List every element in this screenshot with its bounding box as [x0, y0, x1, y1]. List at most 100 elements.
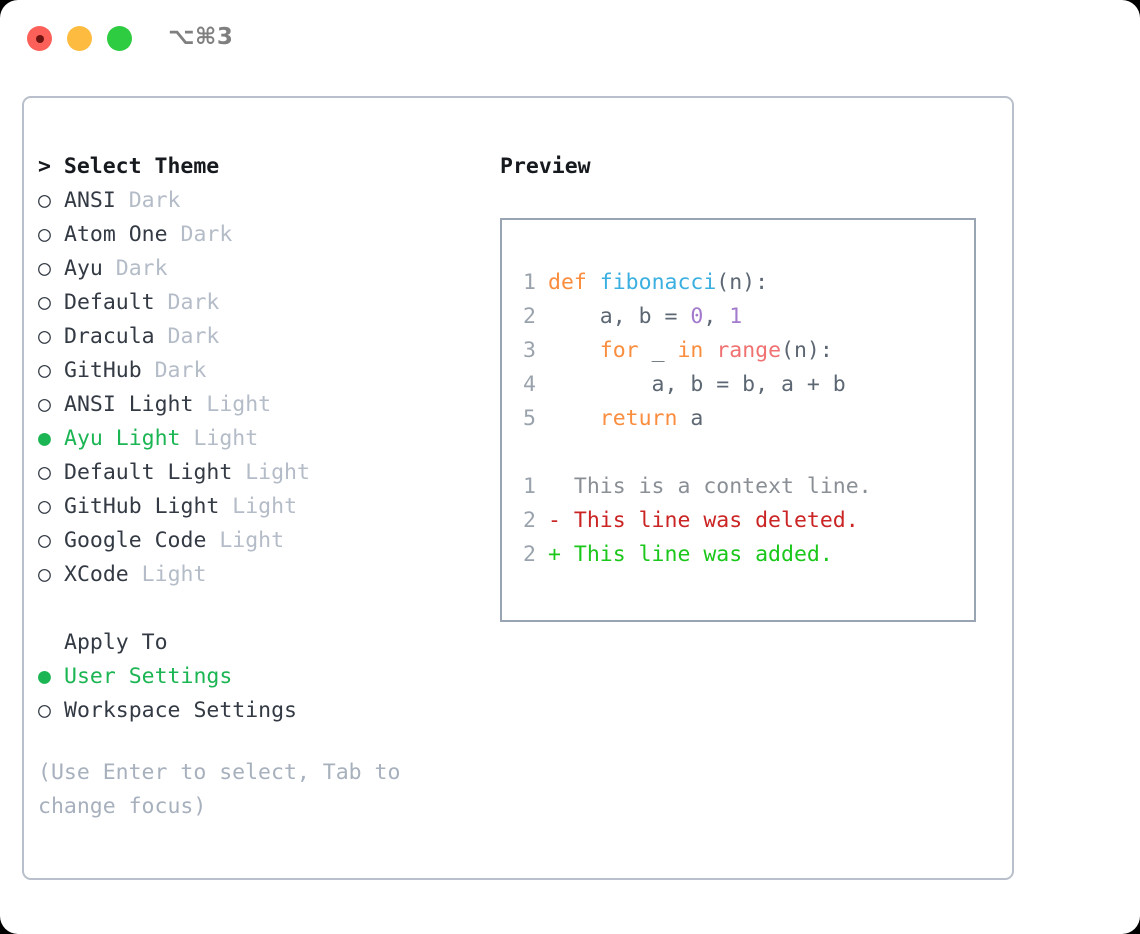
- theme-variant-badge: Dark: [154, 290, 220, 315]
- code-token-plain: _: [638, 338, 678, 363]
- code-line-number: 1: [523, 270, 536, 295]
- theme-variant-badge: Dark: [141, 358, 207, 383]
- theme-variant-badge: Light: [219, 494, 298, 519]
- maximize-window-button[interactable]: [107, 26, 132, 51]
- code-token-plain: ,: [703, 304, 730, 329]
- theme-list-item[interactable]: ○ Default Dark: [38, 286, 488, 320]
- heading-prefix: >: [38, 154, 64, 179]
- theme-variant-badge: Light: [180, 426, 259, 451]
- radio-unselected-icon: ○: [38, 528, 51, 553]
- theme-name: Ayu: [64, 256, 103, 281]
- theme-name: ANSI Light: [64, 392, 194, 417]
- preview-gap: [502, 436, 974, 470]
- theme-name: Atom One: [64, 222, 168, 247]
- theme-variant-badge: Dark: [154, 324, 220, 349]
- radio-unselected-icon: ○: [38, 562, 51, 587]
- theme-name: ANSI: [64, 188, 116, 213]
- section-spacer: [38, 592, 488, 626]
- code-token-plain: a: [677, 406, 704, 431]
- diff-line: 2 + This line was added.: [502, 538, 974, 572]
- keyboard-hint: (Use Enter to select, Tab to change focu…: [38, 760, 414, 819]
- code-line-number: 3: [523, 338, 536, 363]
- code-token-kw: return: [599, 406, 678, 431]
- theme-variant-badge: Dark: [115, 188, 181, 213]
- close-icon: [36, 35, 44, 43]
- apply-to-name: User Settings: [64, 664, 233, 689]
- code-line-number: 2: [523, 304, 536, 329]
- code-token-plain: [587, 270, 600, 295]
- code-token-plain: a, b =: [548, 304, 691, 329]
- apply-to-item[interactable]: ○ Workspace Settings: [38, 694, 488, 728]
- theme-variant-badge: Dark: [102, 256, 168, 281]
- theme-list-item[interactable]: ○ ANSI Dark: [38, 184, 488, 218]
- theme-name: Ayu Light: [64, 426, 181, 451]
- code-token-plain: [703, 338, 716, 363]
- theme-variant-badge: Light: [232, 460, 310, 485]
- code-token-plain: a, b = b, a + b: [548, 372, 846, 397]
- theme-list-item[interactable]: ○ Ayu Dark: [38, 252, 488, 286]
- theme-list-item[interactable]: ○ GitHub Light Light: [38, 490, 488, 524]
- theme-name: GitHub: [64, 358, 142, 383]
- diff-ctx-text: This is a context line.: [548, 474, 872, 499]
- diff-line-number: 2: [523, 508, 536, 533]
- theme-list-item[interactable]: ○Default Light Light: [38, 456, 488, 490]
- code-token-num: 1: [729, 304, 743, 329]
- apply-to-heading: Apply To: [38, 626, 488, 660]
- code-token-kw: def: [548, 270, 587, 295]
- theme-name: Default: [64, 290, 155, 315]
- code-token-plain: [548, 406, 600, 431]
- diff-line: 2 - This line was deleted.: [502, 504, 974, 538]
- diff-del-text: - This line was deleted.: [548, 508, 859, 533]
- apply-to-label: Apply To: [64, 630, 168, 655]
- code-token-plain: (n):: [716, 270, 769, 295]
- theme-list-item[interactable]: ○GitHub Dark: [38, 354, 488, 388]
- theme-name: Dracula: [64, 324, 155, 349]
- theme-list-item[interactable]: ○ XCode Light: [38, 558, 488, 592]
- code-token-num: 0: [690, 304, 704, 329]
- code-token-kw: for: [599, 338, 639, 363]
- radio-unselected-icon: ○: [38, 494, 51, 519]
- radio-unselected-icon: ○: [38, 290, 51, 315]
- radio-unselected-icon: ○: [38, 188, 51, 213]
- radio-selected-icon: ●: [38, 664, 51, 689]
- code-line-number: 5: [523, 406, 536, 431]
- apply-to-name: Workspace Settings: [64, 698, 297, 723]
- code-token-builtin: range: [716, 338, 782, 363]
- code-line: 2 a, b = 0, 1: [502, 300, 974, 334]
- theme-list-item[interactable]: ○Atom One Dark: [38, 218, 488, 252]
- radio-selected-icon: ●: [38, 426, 51, 451]
- theme-list-item[interactable]: ○Google Code Light: [38, 524, 488, 558]
- code-token-fn: fibonacci: [599, 270, 717, 295]
- theme-name: XCode: [64, 562, 129, 587]
- apply-to-item[interactable]: ● User Settings: [38, 660, 488, 694]
- theme-list-item[interactable]: ○ANSI Light Light: [38, 388, 488, 422]
- theme-list-item[interactable]: ○Dracula Dark: [38, 320, 488, 354]
- code-token-kw: in: [677, 338, 704, 363]
- apply-to-list: ● User Settings ○ Workspace Settings: [38, 660, 488, 728]
- diff-line-number: 1: [523, 474, 536, 499]
- radio-unselected-icon: ○: [38, 698, 51, 723]
- theme-variant-badge: Dark: [167, 222, 233, 247]
- code-line: 4 a, b = b, a + b: [502, 368, 974, 402]
- diff-preview: 1 This is a context line. 2 - This line wa…: [502, 470, 974, 572]
- theme-selection-column: > Select Theme ○ANSI Dark○Atom One Dark○…: [38, 150, 488, 824]
- heading-text: Select Theme: [63, 154, 220, 179]
- theme-list: ○ANSI Dark○Atom One Dark○Ayu Dark○Defaul…: [38, 184, 488, 592]
- code-line: 3 for _ in range(n):: [502, 334, 974, 368]
- code-line: 1 def fibonacci(n):: [502, 266, 974, 300]
- diff-add-text: + This line was added.: [548, 542, 833, 567]
- theme-name: GitHub Light: [64, 494, 220, 519]
- keyboard-shortcut-label: ⌥⌘3: [168, 24, 234, 50]
- radio-unselected-icon: ○: [38, 256, 51, 281]
- select-theme-heading: > Select Theme: [38, 150, 488, 184]
- theme-variant-badge: Light: [193, 392, 272, 417]
- minimize-window-button[interactable]: [67, 26, 92, 51]
- diff-line-number: 2: [523, 542, 536, 567]
- theme-list-item[interactable]: ● Ayu Light Light: [38, 422, 488, 456]
- code-token-plain: [548, 338, 600, 363]
- theme-variant-badge: Light: [128, 562, 207, 587]
